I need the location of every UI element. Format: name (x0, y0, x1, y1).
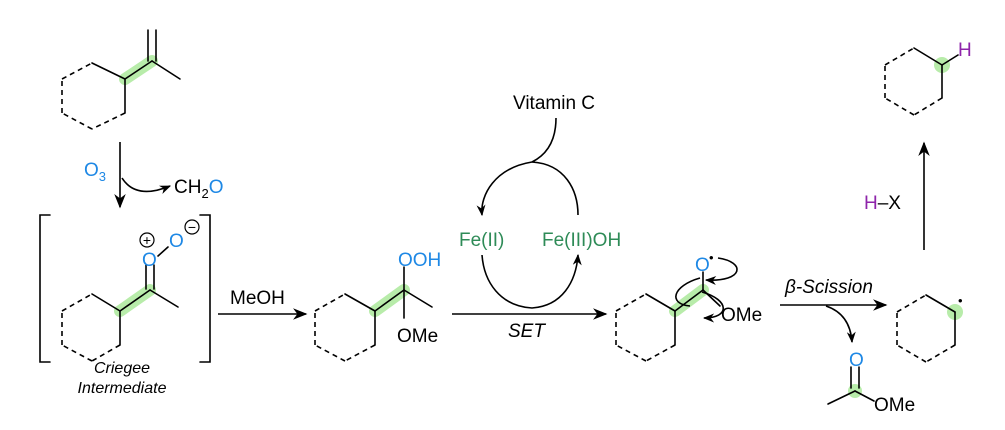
methyl-bond (827, 390, 856, 405)
cycle-lower-arc (481, 253, 582, 309)
ring-dashed-bond (884, 97, 915, 116)
ring-dashed-bond (314, 344, 346, 362)
hx-label: H–X (864, 193, 901, 214)
ring-dashed-bond (896, 294, 927, 313)
cycle-upper-left-arc (476, 161, 533, 217)
positive-charge-icon (139, 232, 155, 248)
branch-arrow (825, 305, 856, 344)
iron-ii-label: Fe(II) (459, 230, 504, 251)
ring-dashed-bond (615, 344, 647, 362)
ring-bond (91, 62, 126, 80)
ring-dashed-bond (61, 62, 93, 80)
negative-charge-icon (184, 219, 200, 235)
iron-iii-label: Fe(III)OH (542, 230, 621, 251)
criegee-label-line2: Intermediate (78, 380, 167, 397)
ring-bond (925, 294, 956, 313)
single-bond (374, 289, 405, 312)
ring-bond (913, 47, 943, 66)
criegee-intermediate: O O + − Criegee Intermediate (39, 214, 211, 397)
ester-carbonyl-oxygen: O (849, 350, 864, 371)
ring-dashed-bond (91, 112, 126, 130)
ring-bond (91, 293, 121, 312)
ring-dashed-bond (925, 344, 956, 363)
methyl-acetate: O OMe (827, 350, 915, 416)
formaldehyde-label: CH2O (174, 177, 223, 201)
vitamin-c-label: Vitamin C (513, 93, 595, 114)
product-alkane: H (884, 40, 972, 116)
positive-charge-sign: + (143, 232, 151, 248)
beta-scission-label: β-Scission (784, 277, 873, 298)
ring-dashed-bond (645, 344, 676, 362)
iron-catalytic-cycle: Vitamin C Fe(II) Fe(III)OH SET (452, 93, 621, 342)
curved-release-arrow (121, 177, 172, 194)
oxide-oxygen-2: O (169, 231, 184, 252)
ring-dashed-bond (896, 344, 927, 363)
o-o-bond (157, 246, 169, 257)
beta-scission-step: β-Scission (780, 277, 888, 344)
ring-dashed-bond (615, 293, 647, 312)
methyl-bond (403, 289, 433, 308)
ring-bond (645, 293, 676, 312)
right-bracket (199, 214, 211, 363)
ring-dashed-bond (61, 112, 93, 130)
ozone-label: O3 (84, 160, 106, 184)
ring-dashed-bond (91, 344, 121, 362)
vitamin-c-feed-line (531, 117, 557, 163)
left-bracket (39, 214, 51, 363)
set-label: SET (508, 321, 546, 342)
single-bond (674, 289, 704, 312)
criegee-label-line1: Criegee (94, 360, 150, 377)
alkoxy-radical: O • OMe (615, 250, 762, 362)
ooh-group: OOH (398, 250, 441, 271)
methanol-label: MeOH (230, 288, 285, 309)
methyl-bond (149, 289, 179, 308)
alkyl-radical-dot: • (958, 293, 963, 308)
fishhook-arrow (675, 277, 701, 307)
oxide-oxygen-1: O (142, 250, 157, 271)
alkyl-radical: • (896, 293, 963, 363)
methoxy-group: OMe (397, 326, 438, 347)
single-bond (119, 289, 151, 312)
ring-dashed-bond (61, 293, 93, 312)
cycle-upper-right-arc (531, 161, 579, 216)
ring-bond (344, 293, 376, 312)
ring-dashed-bond (61, 344, 93, 362)
single-bond (124, 60, 153, 80)
c-h-bond (941, 54, 959, 66)
c-ome-bond (854, 390, 875, 402)
product-hydrogen: H (958, 40, 972, 61)
fishhook-arrow (701, 291, 724, 323)
methyl-bond (151, 60, 181, 80)
methanol-step: MeOH (218, 288, 308, 320)
ring-dashed-bond (344, 344, 376, 362)
fishhook-arrow (704, 257, 738, 285)
starting-alkene (61, 29, 181, 130)
ester-methoxy: OMe (874, 395, 915, 416)
ring-dashed-bond (884, 47, 915, 66)
hat-step: H–X (864, 141, 930, 250)
ozonolysis-step: O3 CH2O (84, 142, 223, 209)
methoxy-group: OMe (721, 305, 762, 326)
ring-dashed-bond (314, 293, 346, 312)
hydroperoxide: OOH OMe (314, 250, 441, 362)
negative-charge-sign: − (188, 219, 196, 235)
oxyl-oxygen: O (695, 255, 710, 276)
ring-dashed-bond (913, 97, 943, 116)
oxyl-radical-dot: • (709, 250, 714, 265)
